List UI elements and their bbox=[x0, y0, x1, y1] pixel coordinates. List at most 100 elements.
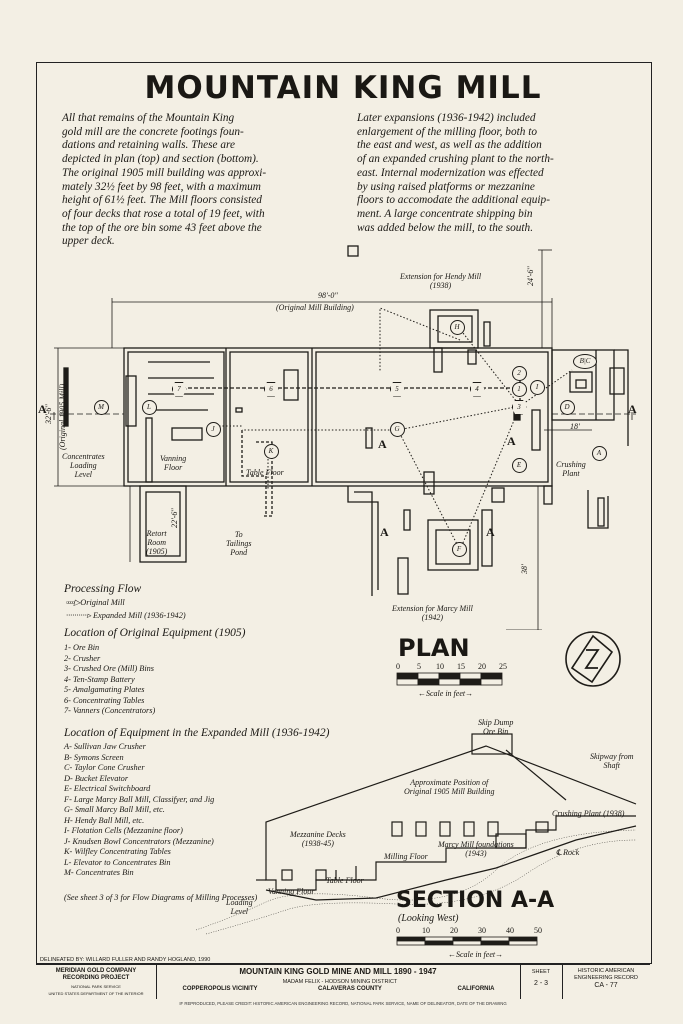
retort-room-label: Retort Room (1905) bbox=[146, 529, 168, 556]
sheet-title: MOUNTAIN KING MILL bbox=[144, 70, 542, 106]
scale-number: 0 bbox=[396, 926, 400, 935]
list-item: D- Bucket Elevator bbox=[64, 773, 129, 783]
intro-line: enlargement of the milling floor, both t… bbox=[357, 125, 538, 138]
list-item: A- Sullivan Jaw Crusher bbox=[64, 742, 146, 751]
scale-segment bbox=[424, 940, 454, 946]
marcy-foundations-label: Marcy Mill foundations (1943) bbox=[438, 840, 514, 858]
intro-line: mately 32½ feet by 98 feet, with a maxim… bbox=[62, 180, 261, 193]
intro-line: ment. A large concentrate shipping bin bbox=[357, 207, 533, 220]
equipment-marker-f: F bbox=[451, 541, 467, 557]
scale-number: 15 bbox=[457, 662, 465, 671]
exp-equipment-title: Location of Equipment in the Expanded Mi… bbox=[64, 727, 330, 739]
intro-line: Later expansions (1936-1942) included bbox=[357, 112, 536, 124]
original-mill-outline bbox=[123, 347, 553, 487]
scale-segment bbox=[438, 672, 461, 680]
list-item: 7- Vanners (Concentrators) bbox=[64, 706, 156, 715]
equipment-marker-n3: 3 bbox=[511, 399, 527, 415]
section-heading: SECTION A-A bbox=[396, 888, 555, 913]
scale-number: 20 bbox=[450, 926, 458, 935]
north-arrow-icon bbox=[565, 631, 621, 687]
intro-line: of four decks that rose a total of 19 fe… bbox=[62, 207, 265, 220]
equipment-marker-n4: 4 bbox=[469, 381, 485, 397]
section-mark-left: A bbox=[38, 402, 47, 416]
equipment-marker-j: J bbox=[205, 421, 221, 437]
crushing-plant-label: Crushing Plant bbox=[556, 460, 586, 478]
scale-segment bbox=[396, 672, 419, 680]
intro-line: the top of the ore bin some 43 feet abov… bbox=[62, 221, 262, 234]
scale-segment bbox=[396, 678, 419, 686]
equipment-marker-m: M bbox=[93, 399, 109, 415]
scale-segment bbox=[459, 678, 482, 686]
intro-line: east. Internal modernization was effecte… bbox=[357, 166, 544, 179]
equipment-marker-g: G bbox=[389, 421, 405, 437]
skip-dump-label: Skip Dump Ore Bin bbox=[478, 718, 514, 736]
sheet-number: 2 - 3 bbox=[533, 980, 548, 987]
haer-label: HISTORIC AMERICAN ENGINEERING RECORD bbox=[574, 968, 638, 981]
equipment-marker-e: E bbox=[511, 457, 527, 473]
dim-24ft: 24'-6" bbox=[526, 266, 535, 286]
flow-note: (See sheet 3 of 3 for Flow Diagrams of M… bbox=[64, 893, 258, 902]
list-item: 4- Ten-Stamp Battery bbox=[64, 674, 135, 684]
section-scale-bar bbox=[396, 936, 538, 946]
flow-expanded: ··········▹ Expanded Mill (1936-1942) bbox=[66, 611, 186, 620]
recording-project-sub: NATIONAL PARK SERVICE UNITED STATES DEPA… bbox=[48, 984, 144, 996]
scale-segment bbox=[396, 940, 426, 946]
scale-number: 10 bbox=[422, 926, 430, 935]
dim-98ft: 98'-0" bbox=[318, 291, 338, 300]
scale-number: 0 bbox=[396, 662, 400, 671]
equipment-marker-a: A bbox=[591, 445, 607, 461]
sheet-label: SHEET bbox=[531, 969, 551, 975]
scale-segment bbox=[480, 672, 503, 680]
orig-1905-label: (Original 1905 Mill) bbox=[58, 383, 67, 450]
intro-line: floors to accomodate the additional equi… bbox=[357, 194, 550, 207]
equipment-marker-k: K bbox=[263, 443, 279, 459]
skipway-label: Skipway from Shaft bbox=[590, 752, 634, 770]
section-scale-label: ←Scale in feet→ bbox=[448, 950, 504, 959]
mining-district: MADAM FELIX - HODSON MINING DISTRICT bbox=[282, 979, 398, 985]
mezzanine-label: Mezzanine Decks (1938-45) bbox=[290, 830, 346, 848]
equipment-marker-h: H bbox=[449, 319, 465, 335]
scale-segment bbox=[417, 672, 440, 680]
looking-west-label: (Looking West) bbox=[398, 913, 459, 924]
intro-line: gold mill are the concrete footings foun… bbox=[62, 125, 244, 138]
title-block: MERIDIAN GOLD COMPANY RECORDING PROJECT … bbox=[36, 964, 650, 999]
list-item: B- Symons Screen bbox=[64, 752, 124, 762]
intro-line: height of 61½ feet. The Mill floors cons… bbox=[62, 194, 262, 207]
section-mark-right: A bbox=[628, 402, 637, 416]
dim-38ft: 38' bbox=[520, 564, 529, 574]
intro-line: the east and west, as well as the additi… bbox=[357, 139, 542, 152]
approx-position-label: Approximate Position of Original 1905 Mi… bbox=[404, 778, 495, 796]
recording-project: MERIDIAN GOLD COMPANY RECORDING PROJECT bbox=[55, 968, 137, 981]
plan-scale-label: ←Scale in feet→ bbox=[418, 689, 474, 698]
marcy-extension-label: Extension for Marcy Mill (1942) bbox=[392, 604, 473, 622]
list-item: G- Small Marcy Ball Mill, etc. bbox=[64, 805, 165, 814]
scale-segment bbox=[452, 940, 482, 946]
list-item: E- Electrical Switchboard bbox=[64, 784, 151, 793]
concentrates-loading-label: Concentrates Loading Level bbox=[62, 452, 105, 479]
section-mark-mid-1: A bbox=[378, 437, 387, 451]
list-item: L- Elevator to Concentrates Bin bbox=[64, 857, 171, 867]
equipment-marker-l: L bbox=[141, 399, 157, 415]
intro-line: upper deck. bbox=[62, 235, 115, 248]
scale-number: 10 bbox=[436, 662, 444, 671]
processing-flow-title: Processing Flow bbox=[64, 583, 142, 595]
equipment-marker-bc: B|C bbox=[573, 353, 597, 369]
list-item: H- Hendy Ball Mill, etc. bbox=[64, 815, 145, 825]
dim-18ft: 18' bbox=[570, 422, 580, 431]
intro-line: was added below the mill, to the south. bbox=[357, 221, 534, 234]
plan-heading: PLAN bbox=[398, 634, 470, 662]
scale-number: 50 bbox=[534, 926, 542, 935]
section-mark-mid-2: A bbox=[507, 434, 516, 448]
intro-line: dations and retaining walls. These are bbox=[62, 139, 236, 152]
section-drawing bbox=[196, 733, 637, 935]
table-floor-section-label: Table Floor bbox=[326, 876, 364, 885]
list-item: F- Large Marcy Ball Mill, Classifyer, an… bbox=[64, 794, 215, 804]
list-item: C- Taylor Cone Crusher bbox=[64, 763, 145, 772]
reproduction-credit: IF REPRODUCED, PLEASE CREDIT: HISTORIC A… bbox=[179, 1001, 507, 1006]
scale-segment bbox=[438, 678, 461, 686]
scale-number: 30 bbox=[478, 926, 486, 935]
section-mark-mid-3: A bbox=[380, 525, 389, 539]
